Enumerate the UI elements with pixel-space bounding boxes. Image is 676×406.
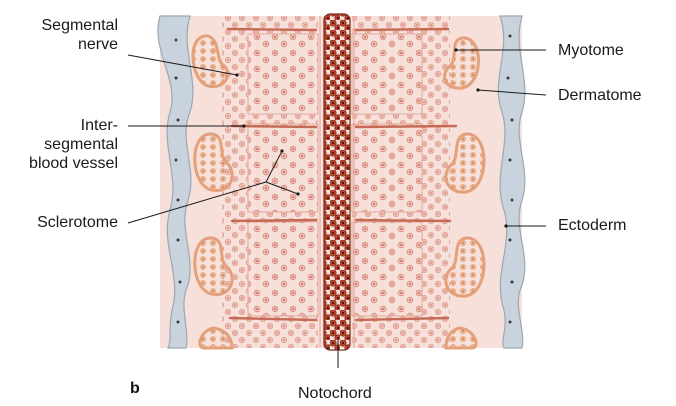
dermatome-label: Dermatome (558, 86, 642, 105)
panel-letter: b (130, 380, 140, 398)
ectoderm-label: Ectoderm (558, 216, 626, 235)
notochord (324, 14, 350, 350)
sclerotome-label: Sclerotome (37, 213, 118, 232)
myotome-label: Myotome (558, 41, 624, 60)
notochord-label: Notochord (298, 384, 372, 403)
segmental-nerve-label: Segmental nerve (42, 16, 119, 54)
intersegmental-vessel-label: Inter- segmental blood vessel (29, 116, 118, 173)
